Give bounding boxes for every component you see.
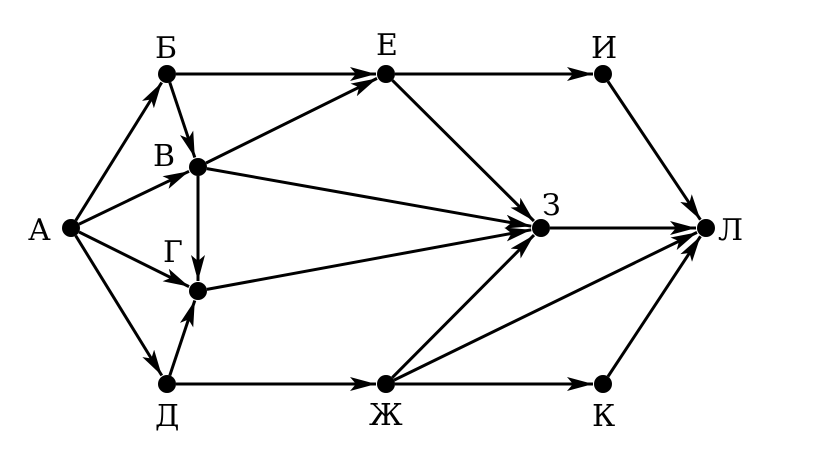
node-i: [594, 65, 612, 83]
edge-v-z: [206, 167, 532, 229]
node-label-e: Е: [376, 28, 398, 63]
node-label-l: Л: [718, 213, 743, 248]
edge-d-g: [168, 300, 197, 376]
edge-e-z: [391, 79, 535, 223]
edge-v-e: [205, 77, 378, 165]
node-k: [594, 375, 612, 393]
node-d: [158, 375, 176, 393]
edge-a-g: [78, 230, 190, 288]
edges-layer: [74, 67, 702, 391]
edge-a-v: [78, 169, 190, 226]
edge-a-d: [74, 234, 164, 377]
edge-g-z: [206, 227, 532, 291]
node-label-b: Б: [155, 31, 177, 66]
edge-a-b: [74, 81, 163, 222]
node-b: [158, 65, 176, 83]
node-g: [189, 282, 207, 300]
node-label-v: В: [153, 139, 175, 174]
node-e: [377, 65, 395, 83]
edge-i-l: [606, 80, 702, 221]
node-z: [532, 219, 550, 237]
node-label-z: З: [542, 188, 561, 223]
node-label-k: К: [592, 399, 615, 434]
edge-b-v: [168, 82, 197, 158]
node-label-zh: Ж: [369, 398, 403, 433]
edge-zh-z: [391, 234, 536, 379]
node-zh: [377, 375, 395, 393]
node-label-g: Г: [163, 235, 183, 270]
edge-k-l: [606, 235, 702, 378]
node-l: [697, 219, 715, 237]
labels-layer: А Б В Г Д Е Ж З И К Л: [28, 28, 743, 434]
nodes-layer: [62, 65, 715, 393]
node-label-a: А: [28, 213, 51, 248]
node-a: [62, 219, 80, 237]
node-label-i: И: [591, 31, 617, 66]
node-label-d: Д: [155, 399, 179, 434]
edge-zh-l: [393, 231, 698, 382]
node-v: [189, 158, 207, 176]
